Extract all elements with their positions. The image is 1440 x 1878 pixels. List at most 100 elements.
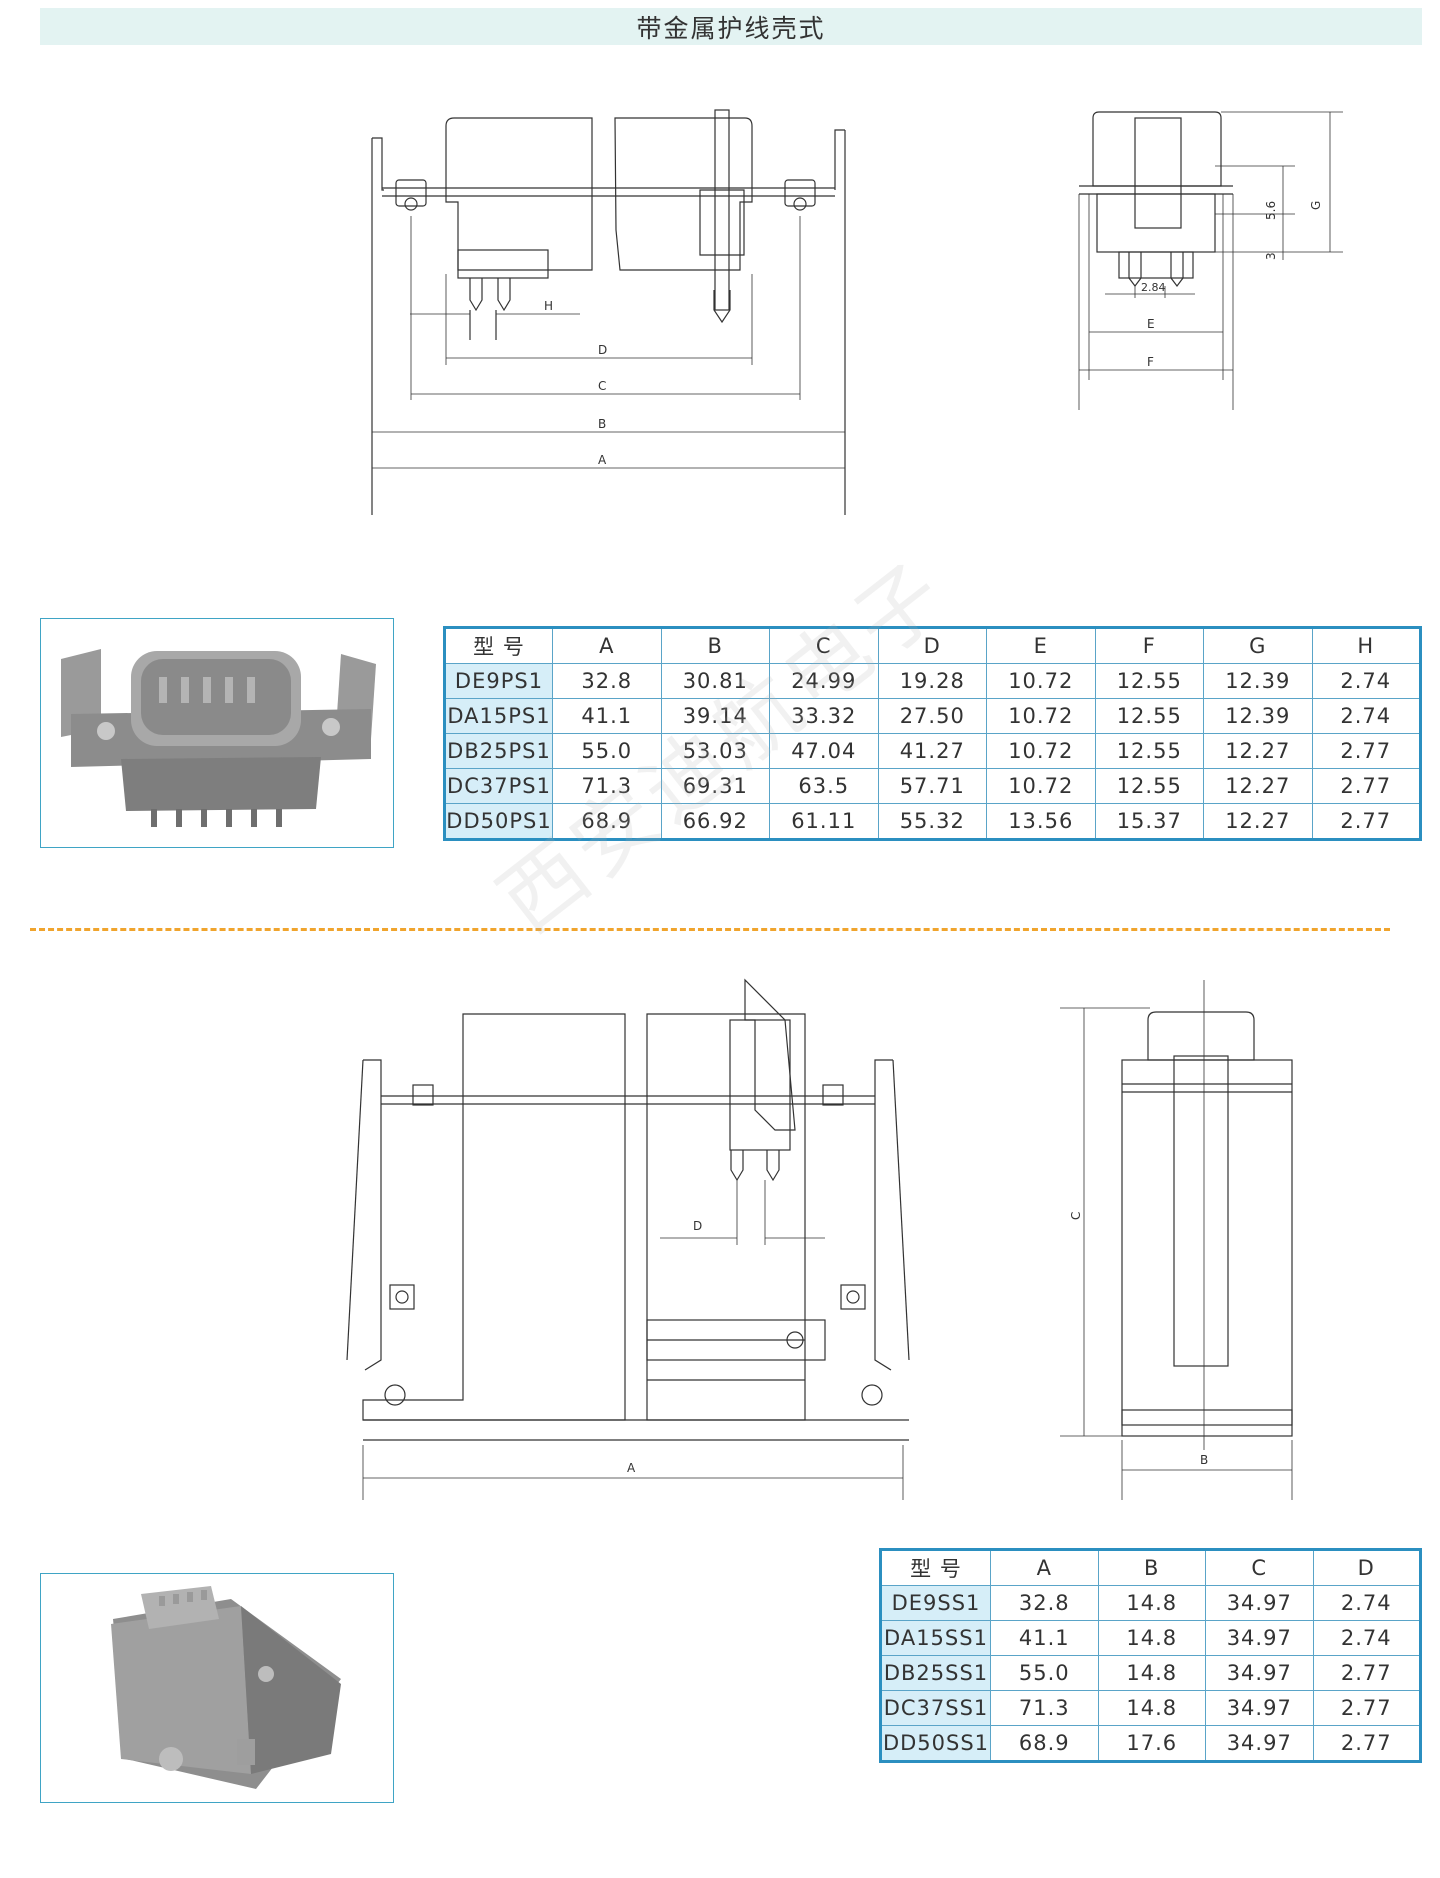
cell: 34.97 xyxy=(1205,1725,1314,1762)
col-model: 型 号 xyxy=(880,1549,991,1586)
cell: 34.97 xyxy=(1205,1655,1314,1691)
table-row: DB25PS1 55.0 53.03 47.04 41.27 10.72 12.… xyxy=(444,733,1421,769)
cell: 12.55 xyxy=(1094,733,1204,769)
cell: 63.5 xyxy=(769,768,879,804)
col-a: A xyxy=(552,627,662,664)
cell: 41.1 xyxy=(552,698,662,734)
cell: 2.77 xyxy=(1311,803,1421,840)
cell: 2.77 xyxy=(1311,733,1421,769)
cell: 14.8 xyxy=(1097,1690,1206,1726)
product-photo-ps xyxy=(40,618,394,848)
cell: 10.72 xyxy=(986,698,1096,734)
table-row: DA15SS1 41.1 14.8 34.97 2.74 xyxy=(880,1620,1421,1656)
cell-model: DA15SS1 xyxy=(880,1620,991,1656)
cell-model: DC37SS1 xyxy=(880,1690,991,1726)
dim-label-a: A xyxy=(598,453,607,467)
cell: 12.55 xyxy=(1094,698,1204,734)
dim-label-d: D xyxy=(598,343,607,357)
cell: 12.27 xyxy=(1203,733,1313,769)
top-front-drawing: H D C B A xyxy=(371,109,846,515)
cell: 2.74 xyxy=(1312,1620,1421,1656)
cell: 34.97 xyxy=(1205,1620,1314,1656)
table-row: DC37PS1 71.3 69.31 63.5 57.71 10.72 12.5… xyxy=(444,768,1421,804)
cell: 2.77 xyxy=(1311,768,1421,804)
cell: 2.74 xyxy=(1311,663,1421,699)
table-row: DB25SS1 55.0 14.8 34.97 2.77 xyxy=(880,1655,1421,1691)
section-header: 带金属护线壳式 xyxy=(40,8,1422,45)
cell: 2.77 xyxy=(1312,1655,1421,1691)
bottom-side-drawing: C B xyxy=(1060,980,1293,1500)
table-row: DE9PS1 32.8 30.81 24.99 19.28 10.72 12.5… xyxy=(444,663,1421,699)
cell: 55.0 xyxy=(990,1655,1099,1691)
section-divider xyxy=(30,928,1390,931)
dim-label-d-bottom: D xyxy=(693,1219,702,1233)
col-b: B xyxy=(1097,1549,1206,1586)
dim-label-c-side: C xyxy=(1069,1212,1083,1220)
cell: 71.3 xyxy=(552,768,662,804)
cell-model: DE9PS1 xyxy=(444,663,553,699)
dim-label-a-bottom: A xyxy=(627,1461,636,1475)
table-row: DE9SS1 32.8 14.8 34.97 2.74 xyxy=(880,1585,1421,1621)
cell: 2.74 xyxy=(1311,698,1421,734)
dimension-table-ss: 型 号 A B C D DE9SS1 32.8 14.8 34.97 2.74 … xyxy=(879,1548,1422,1763)
dim-label-2-84: 2.84 xyxy=(1141,281,1166,294)
col-e: E xyxy=(986,627,1096,664)
cell: 2.74 xyxy=(1312,1585,1421,1621)
col-f: F xyxy=(1094,627,1204,664)
col-b: B xyxy=(660,627,770,664)
cell: 68.9 xyxy=(990,1725,1099,1762)
col-d: D xyxy=(877,627,987,664)
cell: 39.14 xyxy=(660,698,770,734)
cell-model: DE9SS1 xyxy=(880,1585,991,1621)
dim-label-5-6: 5.6 xyxy=(1264,201,1278,220)
dim-label-3: 3 xyxy=(1264,252,1278,260)
dim-label-f: F xyxy=(1147,355,1154,369)
cell-model: DD50PS1 xyxy=(444,803,553,840)
dim-label-b: B xyxy=(598,417,606,431)
col-g: G xyxy=(1203,627,1313,664)
cell: 41.1 xyxy=(990,1620,1099,1656)
cell: 19.28 xyxy=(877,663,987,699)
cell: 10.72 xyxy=(986,663,1096,699)
cell-model: DB25PS1 xyxy=(444,733,553,769)
cell: 12.27 xyxy=(1203,803,1313,840)
dim-label-g: G xyxy=(1309,201,1323,210)
cell: 57.71 xyxy=(877,768,987,804)
col-c: C xyxy=(769,627,879,664)
table-row: DC37SS1 71.3 14.8 34.97 2.77 xyxy=(880,1690,1421,1726)
cell: 30.81 xyxy=(660,663,770,699)
cell: 61.11 xyxy=(769,803,879,840)
cell: 55.32 xyxy=(877,803,987,840)
cell: 17.6 xyxy=(1097,1725,1206,1762)
cell: 12.39 xyxy=(1203,698,1313,734)
cell: 15.37 xyxy=(1094,803,1204,840)
cell: 12.27 xyxy=(1203,768,1313,804)
cell: 33.32 xyxy=(769,698,879,734)
product-photo-ss xyxy=(40,1573,394,1803)
cell: 66.92 xyxy=(660,803,770,840)
connector-ss-image xyxy=(111,1586,341,1789)
cell: 2.77 xyxy=(1312,1725,1421,1762)
cell-model: DB25SS1 xyxy=(880,1655,991,1691)
cell: 13.56 xyxy=(986,803,1096,840)
col-h: H xyxy=(1311,627,1421,664)
dim-label-h: H xyxy=(544,299,553,313)
cell: 2.77 xyxy=(1312,1690,1421,1726)
col-c: C xyxy=(1205,1549,1314,1586)
table-row: DD50PS1 68.9 66.92 61.11 55.32 13.56 15.… xyxy=(444,803,1421,840)
cell: 10.72 xyxy=(986,733,1096,769)
table-header-row: 型 号 A B C D E F G H xyxy=(444,627,1421,664)
cell: 41.27 xyxy=(877,733,987,769)
cell: 32.8 xyxy=(552,663,662,699)
dimension-table-ps: 型 号 A B C D E F G H DE9PS1 32.8 30.81 24… xyxy=(443,626,1422,841)
section-title: 带金属护线壳式 xyxy=(636,13,826,43)
cell: 12.55 xyxy=(1094,768,1204,804)
top-side-drawing: G 5.6 3 2.84 E F xyxy=(1078,111,1343,410)
cell: 14.8 xyxy=(1097,1620,1206,1656)
cell: 14.8 xyxy=(1097,1585,1206,1621)
cell: 24.99 xyxy=(769,663,879,699)
cell-model: DD50SS1 xyxy=(880,1725,991,1762)
connector-ps-image xyxy=(61,649,376,827)
dim-label-e: E xyxy=(1147,317,1155,331)
cell: 68.9 xyxy=(552,803,662,840)
